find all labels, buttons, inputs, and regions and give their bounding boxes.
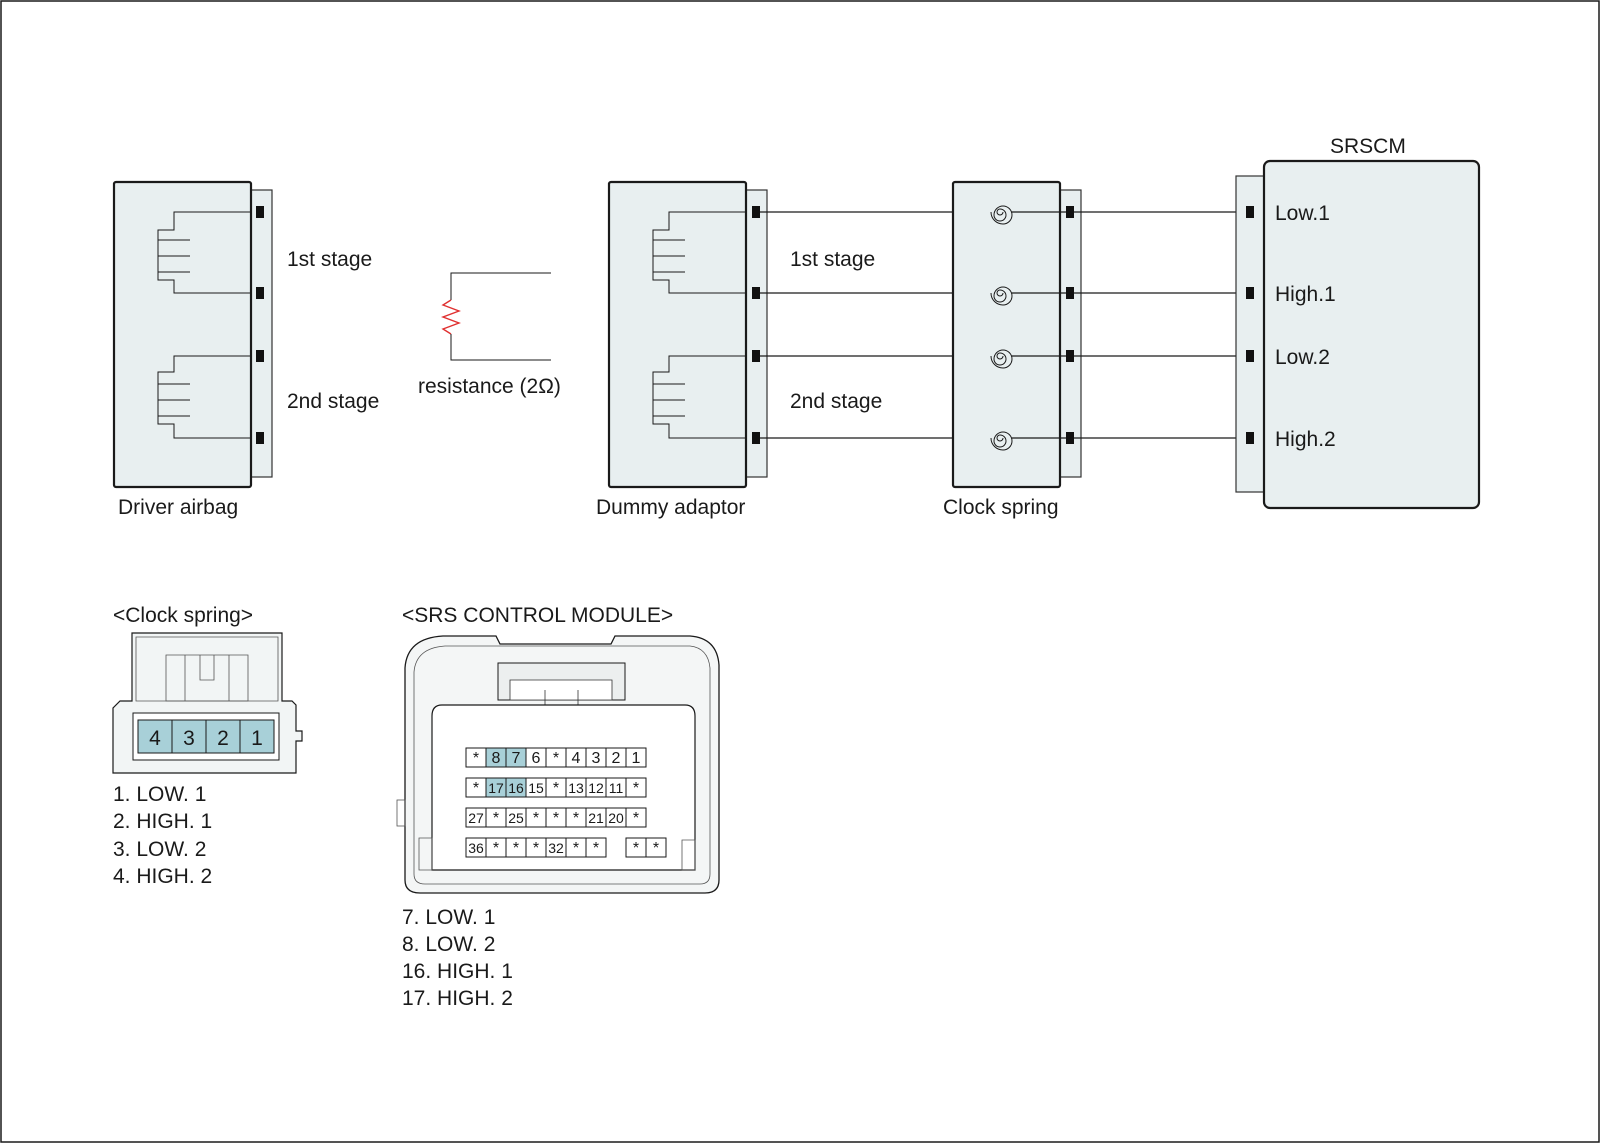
srs-pin-label: 2: [612, 750, 621, 767]
srs-pin-label: 8: [492, 750, 501, 767]
srs-pin-label: 36: [468, 840, 484, 856]
srs-pin-label: 15: [528, 780, 544, 796]
srscm-terminal-high2: High.2: [1275, 428, 1336, 451]
clock-spring-legend-item: 1. LOW. 1: [113, 783, 206, 806]
srs-pin-label: *: [633, 810, 639, 827]
srs-pin-label: 25: [508, 810, 524, 826]
srs-pin-label: 12: [588, 780, 604, 796]
srs-pin-label: *: [473, 780, 479, 797]
clock-spring-pin: 2: [217, 727, 229, 750]
srs-pin-label: 7: [512, 750, 521, 767]
srs-legend-item: 16. HIGH. 1: [402, 960, 513, 983]
srscm-module: [1235, 159, 1481, 510]
srs-legend-item: 17. HIGH. 2: [402, 987, 513, 1010]
srs-pin-label: 4: [572, 750, 581, 767]
srs-connector-title: <SRS CONTROL MODULE>: [402, 604, 673, 627]
resistor-symbol: [441, 272, 551, 361]
srs-pin-label: *: [573, 840, 579, 857]
srs-pin-cell: [625, 777, 647, 798]
srs-pin-label: *: [633, 780, 639, 797]
srs-pin-label: *: [533, 810, 539, 827]
srs-pin-cell: [645, 837, 667, 858]
clock-spring-to-srscm-wires: [1074, 211, 1252, 439]
srs-pin-label: *: [533, 840, 539, 857]
spiral-icon: [990, 286, 1066, 306]
srs-pin-label: *: [653, 840, 659, 857]
srs-pin-label: *: [553, 780, 559, 797]
dummy-adaptor-module: [607, 180, 768, 489]
srs-pin-cell: [625, 747, 647, 768]
srs-pin-label: 3: [592, 750, 601, 767]
clock-spring-pin: 3: [183, 727, 195, 750]
srs-pin-label: 6: [532, 750, 541, 767]
driver-airbag-module: [112, 180, 273, 489]
srs-pin-label: 1: [632, 750, 641, 767]
srscm-terminal-high1: High.1: [1275, 283, 1336, 306]
spiral-icon: [990, 349, 1066, 369]
driver-airbag-label: Driver airbag: [118, 496, 238, 519]
srs-pin-label: *: [593, 840, 599, 857]
driver-airbag-second-stage-label: 2nd stage: [287, 390, 379, 413]
clock-spring-legend-item: 4. HIGH. 2: [113, 865, 212, 888]
srs-pin-label: *: [553, 810, 559, 827]
clock-spring-connector-title: <Clock spring>: [113, 604, 253, 627]
srs-pin-label: 11: [609, 780, 624, 796]
srs-pin-label: *: [493, 840, 499, 857]
dummy-adaptor-label: Dummy adaptor: [596, 496, 745, 519]
srs-pin-label: 20: [608, 810, 624, 826]
srs-pin-label: 16: [508, 780, 524, 796]
srs-pin-label: *: [633, 840, 639, 857]
srs-pin-label: *: [513, 840, 519, 857]
clock-spring-label: Clock spring: [943, 496, 1059, 519]
srs-pin-label: *: [493, 810, 499, 827]
srscm-title: SRSCM: [1330, 135, 1406, 158]
srs-pin-label: 13: [568, 780, 584, 796]
spiral-icon: [990, 205, 1066, 225]
clock-spring-pin: 4: [149, 727, 161, 750]
dummy-adaptor-second-stage-label: 2nd stage: [790, 390, 882, 413]
srs-pin-label: *: [473, 750, 479, 767]
clock-spring-module: [951, 180, 1082, 489]
srs-legend-item: 7. LOW. 1: [402, 906, 495, 929]
srs-pin-label: 21: [588, 810, 604, 826]
srs-pin-label: *: [553, 750, 559, 767]
srs-pin-cell: [585, 837, 607, 858]
srs-pin-label: 17: [488, 780, 504, 796]
spiral-icon: [990, 431, 1066, 451]
dummy-adaptor-first-stage-label: 1st stage: [790, 248, 875, 271]
srscm-terminal-low2: Low.2: [1275, 346, 1330, 369]
srs-pin-label: 27: [468, 810, 484, 826]
clock-spring-legend-item: 2. HIGH. 1: [113, 810, 212, 833]
driver-airbag-first-stage-label: 1st stage: [287, 248, 372, 271]
srscm-terminal-low1: Low.1: [1275, 202, 1330, 225]
clock-spring-legend-item: 3. LOW. 2: [113, 838, 206, 861]
srs-pin-label: 32: [548, 840, 564, 856]
clock-spring-pin-cells: [137, 719, 275, 754]
srs-pin-label: *: [573, 810, 579, 827]
adaptor-to-clock-spring-wires: [760, 211, 990, 439]
srs-legend-item: 8. LOW. 2: [402, 933, 495, 956]
resistance-label: resistance (2Ω): [418, 375, 561, 398]
srs-pin-cell: [625, 807, 647, 828]
clock-spring-pin: 1: [251, 727, 263, 750]
